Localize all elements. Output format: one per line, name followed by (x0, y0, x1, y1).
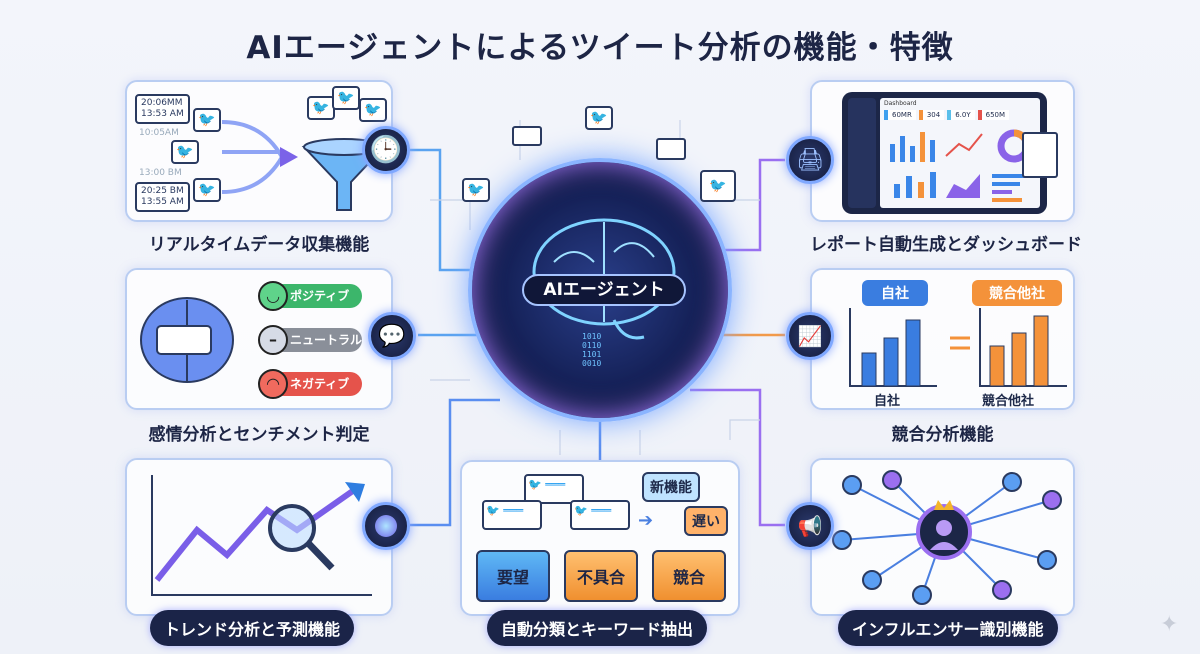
report-label: レポート自動生成とダッシュボード (810, 235, 1082, 255)
chat-icon: 💬 (368, 312, 416, 360)
dashboard-charts (890, 129, 1031, 202)
influencer-panel (810, 458, 1075, 616)
tweet-card: 🐦 ═══ (482, 500, 542, 530)
classify-label: 自動分類とキーワード抽出 (487, 610, 708, 646)
competitor-tag: 競合他社 (972, 280, 1062, 306)
megaphone-icon: 📢 (786, 502, 834, 550)
competitor-panel: 自社 競合他社 自社 競合他社 (810, 268, 1075, 410)
tweet-icon: 🐦 (585, 106, 613, 130)
message-bubble (656, 138, 686, 160)
rival-axis-label: 競合他社 (982, 394, 1035, 409)
tweet-icon: 🐦 (171, 140, 199, 164)
tweet-icon: 🐦 (307, 96, 335, 120)
tweet-card: 🐦 ═══ (524, 474, 584, 504)
ai-agent-label: AIエージェント (522, 274, 686, 306)
smile-icon: ◡ (258, 281, 288, 311)
dashboard-screen: Dashboard 60MR 304 6.0Y 650M (880, 98, 1040, 208)
classify-panel: 🐦 ═══ 🐦 ═══ 🐦 ═══ ➔ 新機能 遅い 要望 不具合 競合 (460, 460, 740, 616)
folder-bugs: 不具合 (564, 550, 638, 602)
printer-icon: 🖨 (786, 136, 834, 184)
magnifier-icon (268, 504, 316, 552)
negative-badge: ◠ネガティブ (258, 369, 362, 399)
arrow-right-icon: ➔ (638, 510, 654, 531)
page-title: AIエージェントによるツイート分析の機能・特徴 (246, 30, 954, 66)
folder-competitors: 競合 (652, 550, 726, 602)
neutral-badge: –ニュートラル (258, 325, 362, 355)
folder-requests: 要望 (476, 550, 550, 602)
tweet-icon: 🐦 (332, 86, 360, 110)
competitor-label: 競合分析機能 (891, 425, 994, 445)
competitor-bar-charts (849, 308, 1067, 387)
trend-panel (125, 458, 393, 616)
tweet-icon: 🐦 (193, 178, 221, 202)
tweet-icon: 🐦 (359, 98, 387, 122)
message-bubble (512, 126, 542, 146)
bar-chart-icon: 📈 (786, 312, 834, 360)
tweet-card: 🐦 ═══ (570, 500, 630, 530)
sentiment-panel: ◡ポジティブ –ニュートラル ◠ネガティブ (125, 268, 393, 410)
brain-icon (532, 218, 676, 340)
realtime-label: リアルタイムデータ収集機能 (148, 235, 370, 255)
tweet-icon: 🐦 (193, 108, 221, 132)
trend-chart (151, 475, 372, 596)
kpi-row: 60MR 304 6.0Y 650M (884, 110, 1010, 120)
sentiment-label: 感情分析とセンチメント判定 (148, 425, 370, 445)
tweet-icon: 🐦 (700, 170, 736, 202)
own-company-tag: 自社 (862, 280, 928, 306)
brain-icon (140, 297, 234, 383)
network-graph (832, 470, 1062, 605)
report-panel: Dashboard 60MR 304 6.0Y 650M (810, 80, 1075, 222)
own-axis-label: 自社 (874, 394, 901, 409)
timestamp: 13:00 BM (139, 168, 182, 178)
timestamp: 10:05AM (139, 128, 179, 138)
frown-icon: ◠ (258, 369, 288, 399)
crown-icon (934, 500, 954, 510)
sparkle-icon: ✦ (1160, 612, 1179, 637)
trend-label: トレンド分析と予測機能 (150, 610, 355, 646)
clock-icon: 🕒 (362, 126, 410, 174)
crystal-ball-icon (362, 502, 410, 550)
keyword-bubble: 新機能 (642, 472, 700, 502)
keyword-bubble: 遅い (684, 506, 728, 536)
dashboard-sidebar (848, 98, 876, 208)
document-icon (1022, 132, 1058, 178)
neutral-face-icon: – (258, 325, 288, 355)
tweet-icon: 🐦 (462, 178, 490, 202)
influencer-label: インフルエンサー識別機能 (838, 610, 1058, 646)
tablet-dashboard: Dashboard 60MR 304 6.0Y 650M (842, 92, 1047, 214)
flow-arrows (222, 120, 298, 194)
positive-badge: ◡ポジティブ (258, 281, 362, 311)
